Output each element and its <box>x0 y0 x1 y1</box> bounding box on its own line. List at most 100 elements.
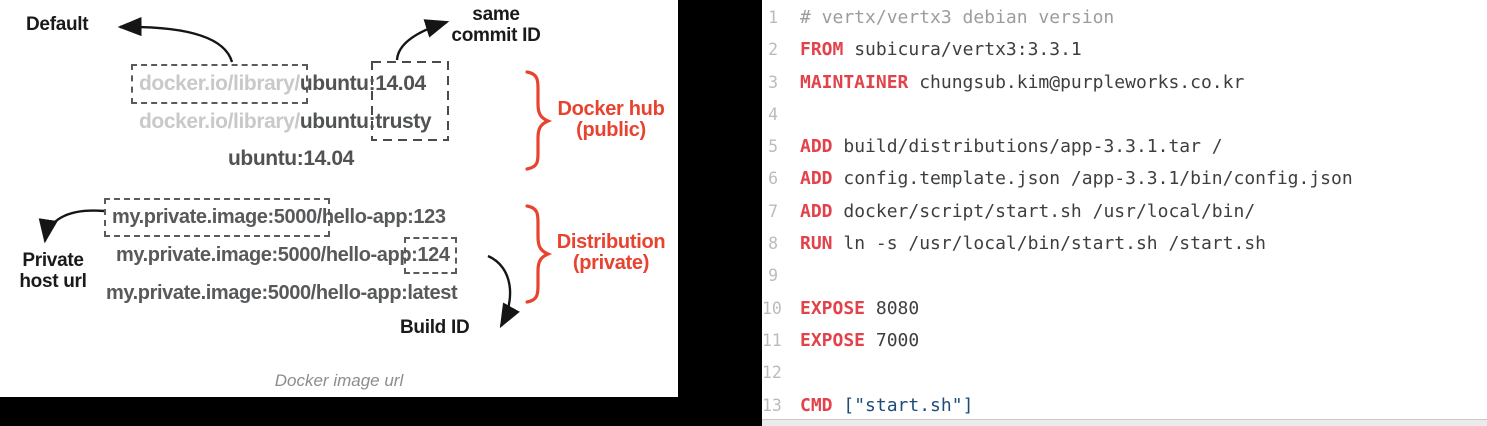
private-registry: my.private.image:5000/ <box>104 198 330 237</box>
line-number: 6 <box>768 169 778 189</box>
token-plain: 8080 <box>865 297 920 319</box>
code-line: 5 ADD build/distributions/app-3.3.1.tar / <box>762 131 1487 163</box>
token-plain: docker/script/start.sh /usr/local/bin/ <box>832 200 1256 222</box>
code-line: 6 ADD config.template.json /app-3.3.1/bin… <box>762 163 1487 195</box>
brace-docker-hub <box>525 70 553 171</box>
token-plain <box>833 395 844 416</box>
token-keyword: FROM <box>800 39 844 61</box>
arrow-to-private-host <box>38 209 105 244</box>
code-line: 2 FROM subicura/vertx3:3.3.1 <box>762 34 1487 66</box>
image-name: hello-app <box>321 206 408 228</box>
image-name: hello-app <box>325 244 412 266</box>
line-number: 11 <box>762 330 782 350</box>
same-commit-line2: commit ID <box>451 25 541 46</box>
docker-hub-line2: (public) <box>576 119 646 141</box>
line-number: 3 <box>768 72 778 92</box>
private-image-row-3: my.private.image:5000/hello-app:latest <box>106 282 458 305</box>
line-number: 8 <box>768 234 778 254</box>
token-plain: config.template.json /app-3.3.1/bin/conf… <box>832 168 1353 190</box>
code-line: 10 EXPOSE 8080 <box>762 293 1487 325</box>
default-label: Default <box>26 14 89 35</box>
token-keyword: MAINTAINER <box>800 71 909 93</box>
token-keyword: CMD <box>800 394 833 416</box>
code-line: 3 MAINTAINER chungsub.kim@purpleworks.co.… <box>762 67 1487 99</box>
line-number: 2 <box>768 40 778 60</box>
token-keyword: RUN <box>800 233 833 255</box>
code-text: CMD ["start.sh"] <box>800 395 973 416</box>
build-id-label: Build ID <box>400 317 470 338</box>
code-line: 8 RUN ln -s /usr/local/bin/start.sh /star… <box>762 228 1487 260</box>
code-text: ADD build/distributions/app-3.3.1.tar / <box>800 136 1223 157</box>
docker-hub-group-label: Docker hub (public) <box>548 99 674 141</box>
code-text: EXPOSE 7000 <box>800 330 919 351</box>
token-keyword: ADD <box>800 168 833 190</box>
private-host-label: Private host url <box>4 250 102 292</box>
private-registry: my.private.image:5000/ <box>116 244 326 266</box>
line-number: 9 <box>768 266 778 286</box>
image-name: ubuntu <box>228 147 297 170</box>
image-name: ubuntu <box>299 110 369 133</box>
image-tag: :trusty <box>368 110 432 133</box>
line-number: 4 <box>768 104 778 124</box>
public-image-row-1: docker.io/library/ubuntu:14.04 <box>131 64 427 104</box>
docker-hub-line1: Docker hub <box>557 98 665 120</box>
token-plain: subicura/vertx3:3.3.1 <box>843 39 1082 61</box>
line-number: 5 <box>768 137 778 157</box>
distribution-line1: Distribution <box>556 231 666 253</box>
token-keyword: EXPOSE <box>800 297 866 319</box>
image-tag: :123 <box>407 206 446 228</box>
code-line: 1 # vertx/vertx3 debian version <box>762 2 1487 34</box>
token-string: ["start.sh"] <box>843 394 974 416</box>
code-text: FROM subicura/vertx3:3.3.1 <box>800 39 1082 60</box>
code-lines: 1 # vertx/vertx3 debian version 2 FROM subi… <box>762 2 1487 422</box>
image-tag: :14.04 <box>296 147 355 170</box>
image-tag: :latest <box>401 282 458 304</box>
brace-distribution <box>525 204 553 304</box>
code-line: 9 <box>762 260 1487 292</box>
private-image-row-2: my.private.image:5000/hello-app:124 <box>116 237 457 274</box>
line-number: 12 <box>762 363 782 383</box>
public-image-row-2: docker.io/library/ubuntu:trusty <box>139 110 432 134</box>
token-plain: chungsub.kim@purpleworks.co.kr <box>908 71 1245 93</box>
code-text: ADD config.template.json /app-3.3.1/bin/… <box>800 168 1353 189</box>
private-image-row-1: my.private.image:5000/hello-app:123 <box>104 198 446 237</box>
code-line: 13 CMD ["start.sh"] <box>762 390 1487 422</box>
line-number: 10 <box>762 298 782 318</box>
tag-dashed-box <box>371 61 449 141</box>
horizontal-scrollbar[interactable] <box>762 419 1487 426</box>
arrow-to-default <box>117 17 234 63</box>
diagram-caption: Docker image url <box>274 371 404 390</box>
token-keyword: ADD <box>800 200 833 222</box>
public-image-row-3: ubuntu:14.04 <box>228 147 354 171</box>
image-name: ubuntu <box>299 72 369 95</box>
private-host-line1: Private <box>22 250 84 271</box>
line-number: 1 <box>768 8 778 27</box>
code-line: 4 <box>762 99 1487 131</box>
image-name: hello-app <box>315 282 402 304</box>
image-tag: :14.04 <box>368 72 427 95</box>
registry-prefix: docker.io/library/ <box>139 110 300 133</box>
arrow-to-same-commit <box>395 19 450 61</box>
distribution-line2: (private) <box>572 252 650 274</box>
image-tag: :124 <box>404 237 457 274</box>
line-number: 13 <box>762 395 782 415</box>
arrow-to-build-id <box>487 254 520 329</box>
same-commit-line1: same <box>472 4 520 25</box>
token-plain: ln -s /usr/local/bin/start.sh /start.sh <box>832 233 1266 255</box>
code-text: MAINTAINER chungsub.kim@purpleworks.co.k… <box>800 72 1244 93</box>
code-line: 11 EXPOSE 7000 <box>762 325 1487 357</box>
code-line: 7 ADD docker/script/start.sh /usr/local/b… <box>762 196 1487 228</box>
token-plain: 7000 <box>865 329 920 351</box>
token-plain: build/distributions/app-3.3.1.tar / <box>832 136 1223 158</box>
token-keyword: ADD <box>800 136 833 158</box>
distribution-group-label: Distribution (private) <box>545 232 677 274</box>
docker-image-url-diagram: Default same commit ID Private host url … <box>0 0 678 397</box>
code-text: EXPOSE 8080 <box>800 298 919 319</box>
private-registry: my.private.image:5000/ <box>106 282 316 304</box>
token-comment: # vertx/vertx3 debian version <box>800 7 1115 28</box>
code-text: ADD docker/script/start.sh /usr/local/bi… <box>800 201 1255 222</box>
code-text: RUN ln -s /usr/local/bin/start.sh /start… <box>800 233 1266 254</box>
code-text: # vertx/vertx3 debian version <box>800 7 1114 28</box>
line-number: 7 <box>768 201 778 221</box>
registry-prefix: docker.io/library/ <box>131 64 308 104</box>
